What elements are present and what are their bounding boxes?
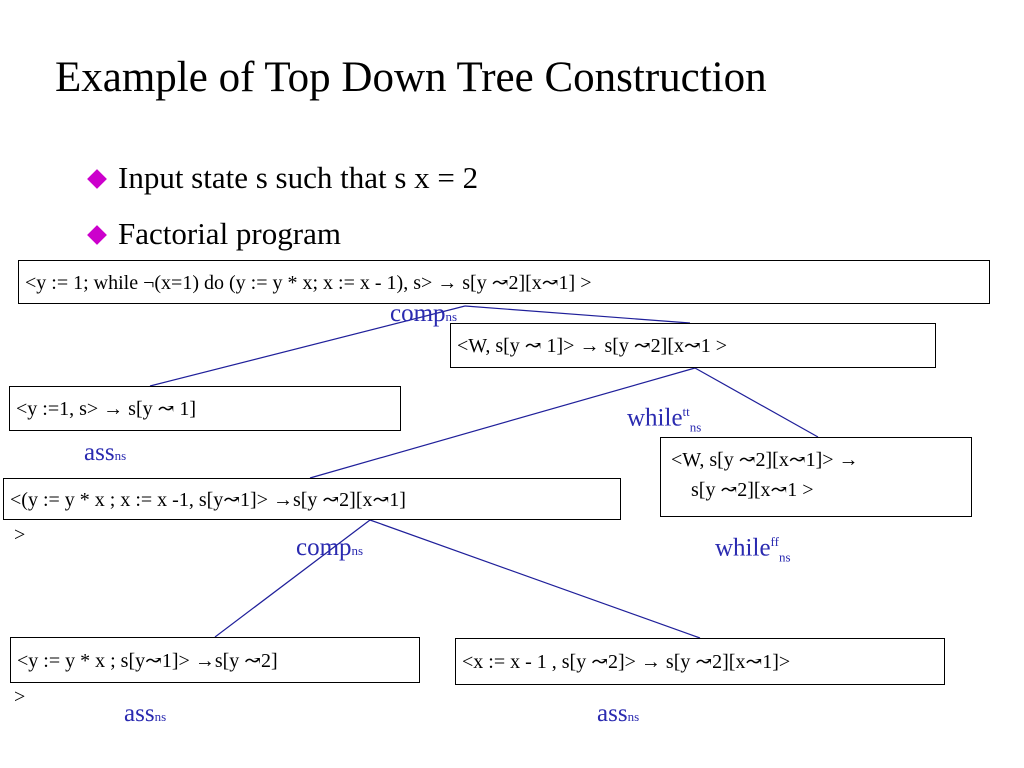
bullet-factorial-program: Factorial program bbox=[86, 214, 341, 254]
bullet-text: Input state s such that s x = 2 bbox=[118, 160, 479, 195]
rule-label-ass-2: assns bbox=[124, 700, 167, 727]
rule-label-while-ff: whileffns bbox=[715, 534, 791, 565]
assign-y1-judgement: <y :=1, s> → s[y ↝ 1] bbox=[9, 386, 401, 431]
edge-comp-assign-y1 bbox=[149, 305, 466, 387]
assign-y-text: <y := y * x ; s[y↝1]> →s[y ↝2] bbox=[17, 650, 278, 672]
assign-y-close: > bbox=[14, 686, 26, 708]
assign-x-text: <x := x - 1 , s[y ↝2]> → s[y ↝2][x↝1]> bbox=[462, 651, 791, 673]
while-ff-line2: s[y ↝2][x↝1 > bbox=[691, 479, 814, 501]
assign-y1-text: <y :=1, s> → s[y ↝ 1] bbox=[16, 398, 197, 420]
while-ff-line1: <W, s[y ↝2][x↝1]> → bbox=[671, 449, 859, 471]
while-judgement-text: <W, s[y ↝ 1]> → s[y ↝2][x↝1 > bbox=[457, 335, 728, 357]
while-ff-judgement: <W, s[y ↝2][x↝1]> → s[y ↝2][x↝1 > bbox=[660, 437, 972, 517]
rule-label-comp-2: compns bbox=[296, 534, 364, 561]
root-judgement-text: <y := 1; while ¬(x=1) do (y := y * x; x … bbox=[25, 272, 592, 294]
assign-x-judgement: <x := x - 1 , s[y ↝2]> → s[y ↝2][x↝1]> bbox=[455, 638, 945, 685]
body-judgement: <(y := y * x ; x := x -1, s[y↝1]> →s[y ↝… bbox=[3, 478, 621, 520]
body-judgement-text: <(y := y * x ; x := x -1, s[y↝1]> →s[y ↝… bbox=[10, 489, 406, 511]
edge-root-comp bbox=[464, 305, 691, 324]
rule-label-comp-1: compns bbox=[390, 300, 458, 327]
rule-label-ass-3: assns bbox=[597, 700, 640, 727]
edge-while-body bbox=[309, 367, 696, 479]
rule-label-while-tt: whilettns bbox=[627, 404, 702, 435]
edge-body-assign-x bbox=[369, 519, 701, 639]
slide-title: Example of Top Down Tree Construction bbox=[55, 54, 767, 101]
root-judgement: <y := 1; while ¬(x=1) do (y := y * x; x … bbox=[18, 260, 990, 304]
rule-label-ass-1: assns bbox=[84, 439, 127, 466]
bullet-input-state: Input state s such that s x = 2 bbox=[86, 158, 478, 198]
bullet-text: Factorial program bbox=[118, 216, 341, 251]
while-judgement: <W, s[y ↝ 1]> → s[y ↝2][x↝1 > bbox=[450, 323, 936, 368]
assign-y-judgement: <y := y * x ; s[y↝1]> →s[y ↝2] bbox=[10, 637, 420, 683]
edge-while-ff bbox=[694, 367, 819, 438]
edge-body-assign-y bbox=[214, 519, 371, 638]
body-judgement-close: > bbox=[14, 524, 26, 546]
